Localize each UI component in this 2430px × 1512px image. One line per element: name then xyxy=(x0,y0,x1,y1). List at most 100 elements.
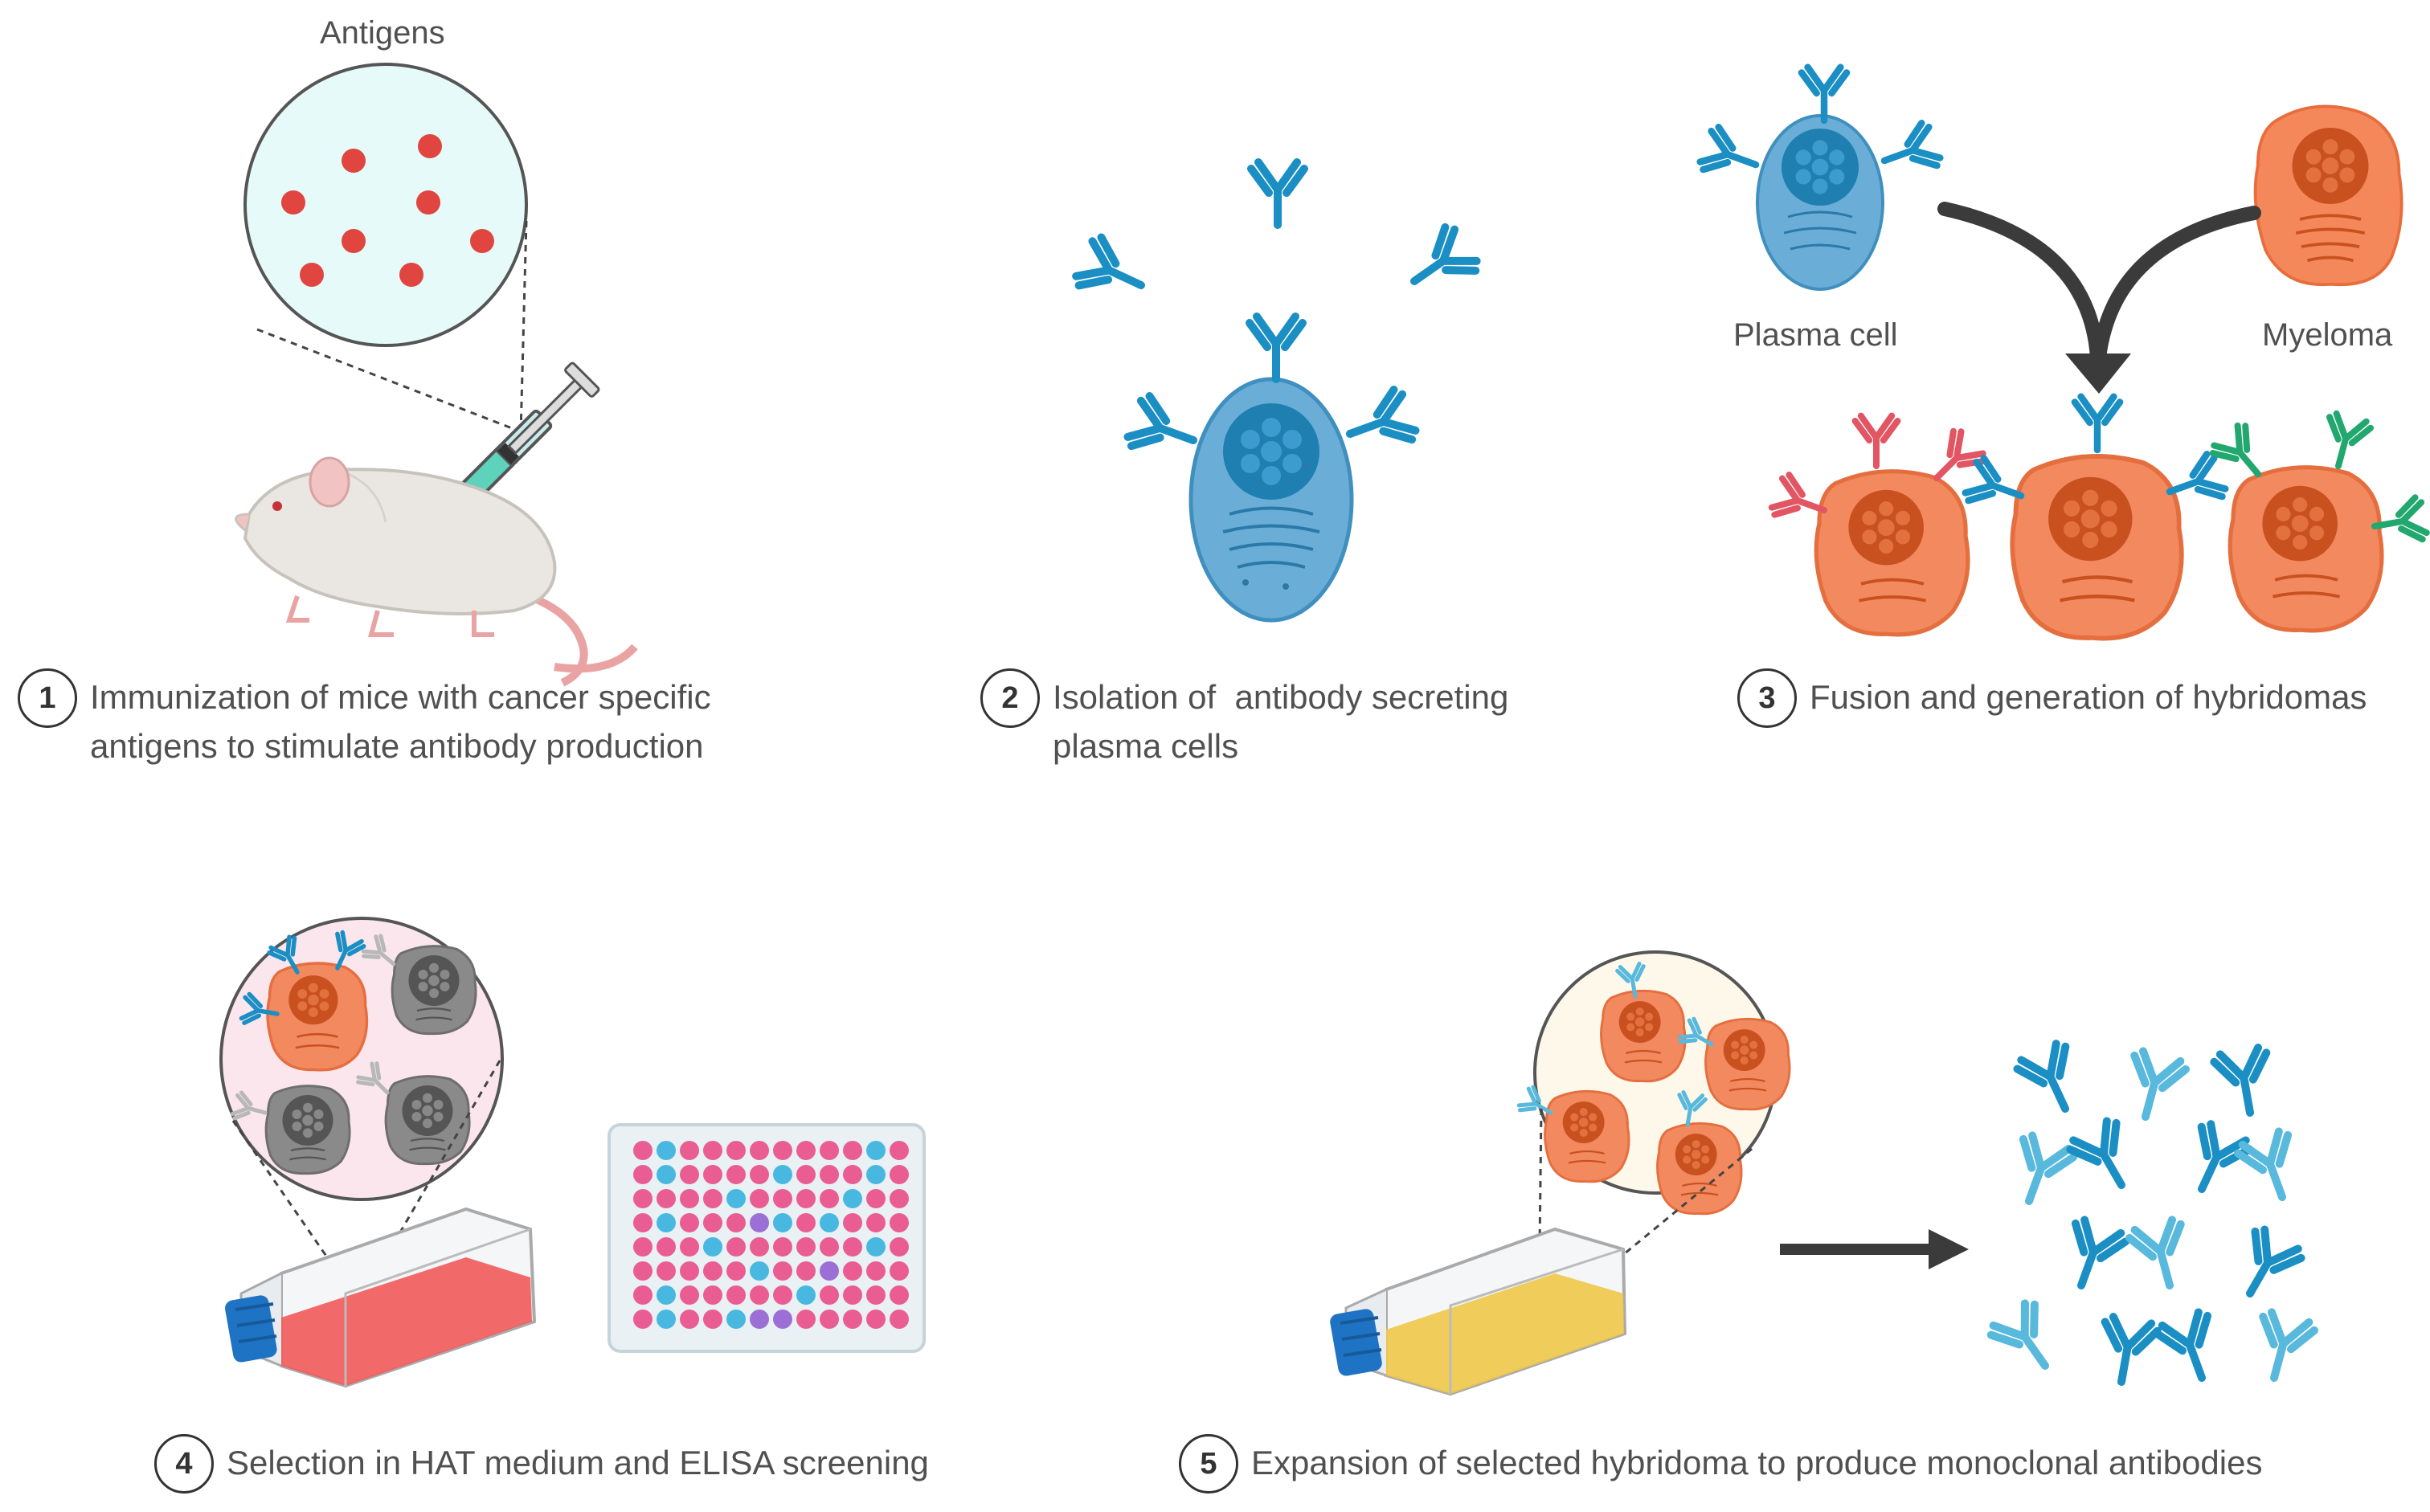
plate-well xyxy=(773,1261,792,1281)
plate-well xyxy=(866,1237,886,1257)
plate-well xyxy=(633,1165,652,1184)
plate-well xyxy=(820,1141,839,1160)
plate-well xyxy=(843,1261,862,1281)
plate-well xyxy=(657,1261,676,1281)
plate-well xyxy=(866,1285,886,1305)
plate-well xyxy=(866,1141,886,1160)
plate-well xyxy=(866,1213,886,1232)
plate-well xyxy=(773,1310,792,1329)
plate-well xyxy=(703,1261,722,1281)
plate-well xyxy=(820,1213,839,1232)
plate-well xyxy=(796,1189,816,1208)
plate-well xyxy=(750,1189,769,1208)
plate-well xyxy=(726,1261,746,1281)
plate-well xyxy=(703,1189,722,1208)
selection-circle xyxy=(219,917,504,1201)
plate-well xyxy=(657,1141,676,1160)
fusion-arrow-icon xyxy=(1937,202,2261,394)
plate-well xyxy=(633,1285,652,1305)
step-3-number: 3 xyxy=(1737,668,1797,728)
plate-well xyxy=(843,1213,862,1232)
plate-well xyxy=(657,1237,676,1257)
plate-well xyxy=(890,1285,909,1305)
plate-well xyxy=(726,1213,746,1232)
plate-well xyxy=(750,1285,769,1305)
plate-well xyxy=(773,1189,792,1208)
antigens-label: Antigens xyxy=(320,15,445,51)
plate-well xyxy=(750,1213,769,1232)
plate-well xyxy=(843,1285,862,1305)
well-plate-icon xyxy=(608,1123,926,1353)
step-2-line1: Isolation of antibody secreting xyxy=(1053,678,1509,716)
step-4-caption: 4 Selection in HAT medium and ELISA scre… xyxy=(154,1434,929,1494)
plate-well xyxy=(633,1141,652,1160)
plate-well xyxy=(773,1213,792,1232)
plate-well xyxy=(750,1141,769,1160)
plate-well xyxy=(773,1285,792,1305)
plate-well xyxy=(866,1189,886,1208)
plate-well xyxy=(633,1310,652,1329)
plasma-cell-label: Plasma cell xyxy=(1733,317,1898,353)
step-5-line1: Expansion of selected hybridoma to produ… xyxy=(1251,1444,2263,1481)
plate-well xyxy=(680,1261,699,1281)
plate-well xyxy=(866,1165,886,1184)
plate-well xyxy=(843,1189,862,1208)
plate-well xyxy=(890,1213,909,1232)
plate-well xyxy=(820,1165,839,1184)
plate-well xyxy=(750,1165,769,1184)
plate-well xyxy=(680,1213,699,1232)
monoclonal-antibodies xyxy=(1987,1040,2316,1387)
step-1-number: 1 xyxy=(18,668,77,728)
plate-well xyxy=(657,1213,676,1232)
step-2-number: 2 xyxy=(980,668,1040,728)
plate-well xyxy=(796,1165,816,1184)
plate-well xyxy=(703,1285,722,1305)
plate-well xyxy=(843,1237,862,1257)
plate-well xyxy=(703,1237,722,1257)
arrow-icon xyxy=(1780,1229,1969,1269)
plasma-cell-small xyxy=(1698,67,1942,291)
plate-well xyxy=(890,1237,909,1257)
plate-well xyxy=(726,1285,746,1305)
step-4-line1: Selection in HAT medium and ELISA screen… xyxy=(227,1444,929,1481)
expansion-circle xyxy=(1517,950,1791,1216)
step-2-line2: plasma cells xyxy=(1053,726,1239,765)
myeloma-label: Myeloma xyxy=(2262,317,2393,353)
hybridoma-green xyxy=(2210,412,2428,631)
plate-well xyxy=(820,1310,839,1329)
plate-well xyxy=(796,1237,816,1257)
plate-well xyxy=(773,1165,792,1184)
plate-well xyxy=(726,1310,746,1329)
plate-well xyxy=(866,1310,886,1329)
plate-well xyxy=(726,1165,746,1184)
plate-well xyxy=(633,1189,652,1208)
plate-well xyxy=(680,1310,699,1329)
flask-icon xyxy=(225,1207,537,1388)
plate-well xyxy=(890,1310,909,1329)
plate-well xyxy=(657,1310,676,1329)
plate-well xyxy=(866,1261,886,1281)
plate-well xyxy=(820,1261,839,1281)
flask-yellow-icon xyxy=(1330,1227,1627,1396)
antigen-circle xyxy=(243,63,528,347)
plate-well xyxy=(820,1237,839,1257)
hybridoma-blue xyxy=(1963,397,2228,639)
plate-well xyxy=(703,1213,722,1232)
plate-well xyxy=(750,1310,769,1329)
plate-well xyxy=(633,1261,652,1281)
step-1-line1: Immunization of mice with cancer specifi… xyxy=(90,678,711,716)
plate-well xyxy=(773,1237,792,1257)
plate-well xyxy=(680,1141,699,1160)
plate-well xyxy=(843,1310,862,1329)
step-1-line2: antigens to stimulate antibody productio… xyxy=(90,726,704,765)
step-3-caption: 3 Fusion and generation of hybridomas xyxy=(1737,668,2367,728)
plasma-cell-large xyxy=(1073,162,1480,623)
plate-well xyxy=(750,1237,769,1257)
plate-well xyxy=(726,1189,746,1208)
plate-well xyxy=(890,1141,909,1160)
mouse-icon xyxy=(235,456,638,687)
step-5-caption: 5 Expansion of selected hybridoma to pro… xyxy=(1179,1434,2262,1494)
step-3-line1: Fusion and generation of hybridomas xyxy=(1810,678,2367,716)
plate-well xyxy=(750,1261,769,1281)
plate-well xyxy=(657,1165,676,1184)
